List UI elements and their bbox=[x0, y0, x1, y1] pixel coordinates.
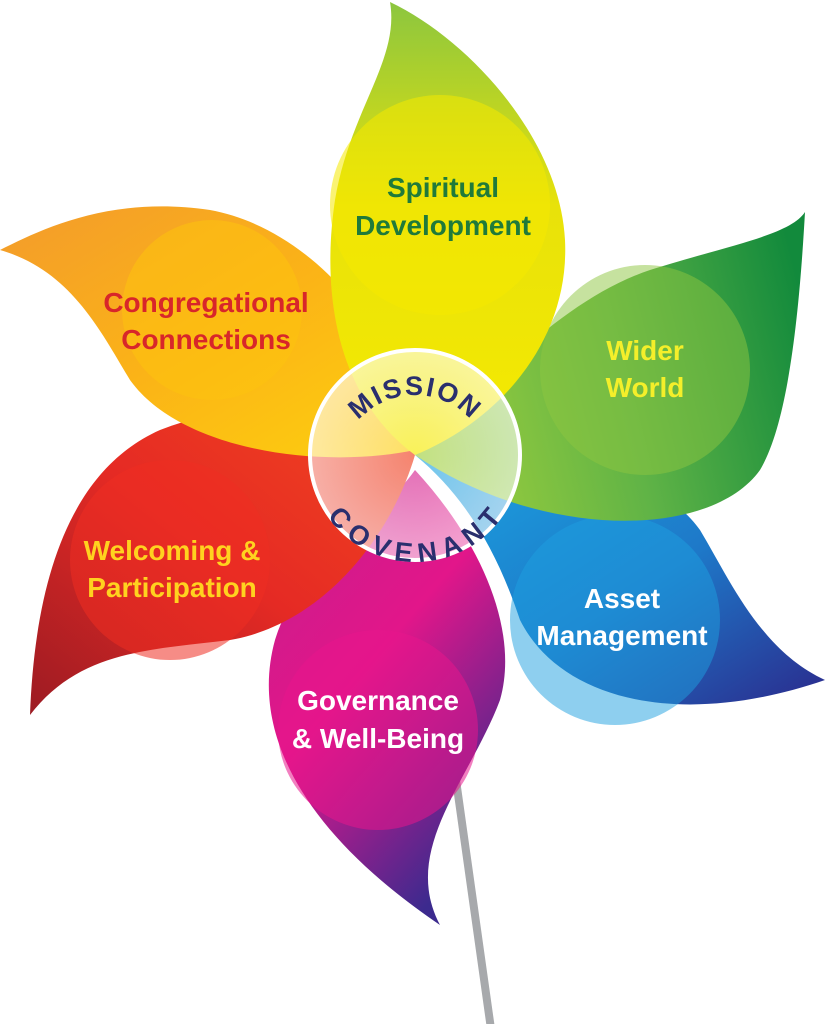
label-welcoming-line2: Participation bbox=[87, 572, 257, 603]
label-congregational-line1: Congregational bbox=[103, 287, 308, 318]
label-wider-line2: World bbox=[606, 372, 685, 403]
label-wider-line1: Wider bbox=[606, 335, 684, 366]
petal-asset bbox=[415, 446, 825, 725]
label-governance-line1: Governance bbox=[297, 685, 459, 716]
label-spiritual-line2: Development bbox=[355, 210, 531, 241]
label-welcoming-line1: Welcoming & bbox=[84, 535, 261, 566]
label-governance-line2: & Well-Being bbox=[292, 723, 464, 754]
label-asset-line2: Management bbox=[536, 620, 707, 651]
label-congregational-line2: Connections bbox=[121, 324, 291, 355]
petal-spiritual bbox=[330, 2, 566, 455]
petal-congregational bbox=[0, 206, 415, 458]
center-hub bbox=[308, 348, 522, 562]
label-spiritual-line1: Spiritual bbox=[387, 172, 499, 203]
pinwheel-stick bbox=[452, 779, 495, 1024]
label-asset-line1: Asset bbox=[584, 583, 660, 614]
